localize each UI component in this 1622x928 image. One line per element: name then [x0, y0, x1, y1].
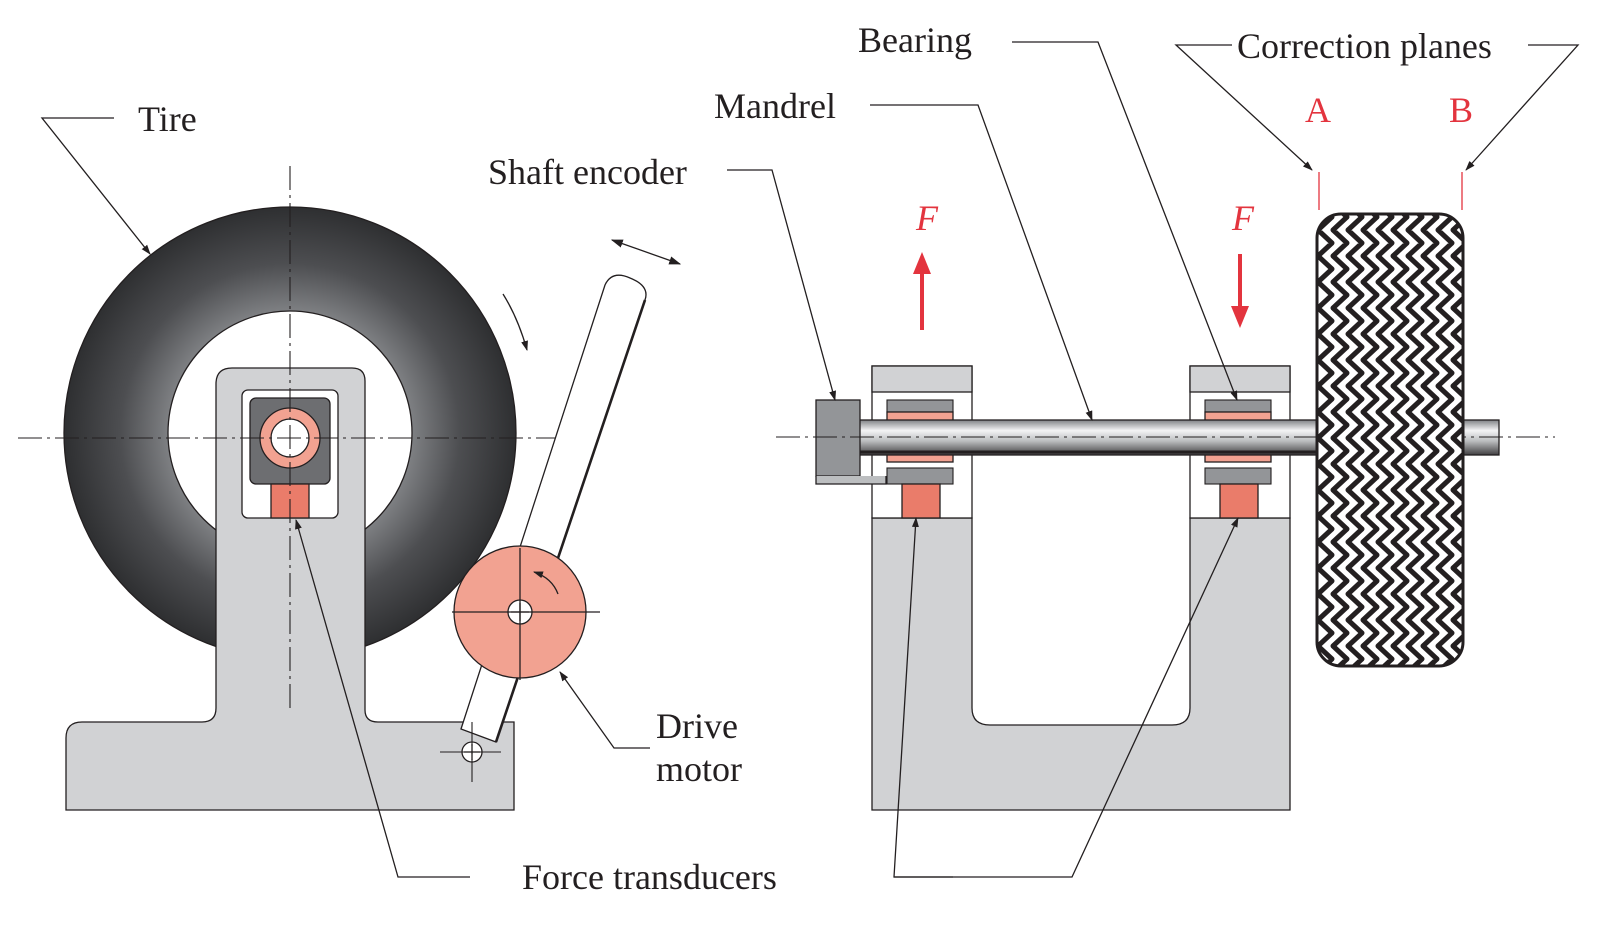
- tread-groove: [1375, 214, 1395, 666]
- tread-groove: [1450, 214, 1463, 666]
- leader-lines: [40, 41, 1580, 878]
- arm-swing-arrow: [610, 239, 682, 265]
- left-end-view: [18, 166, 682, 811]
- drive-motor-label-line1: Drive: [656, 706, 738, 746]
- right-side-view: [776, 172, 1555, 811]
- tread-groove: [1317, 214, 1335, 666]
- tire-tread-pattern: [1317, 214, 1463, 666]
- force-label-right: F: [1231, 198, 1255, 238]
- drive-motor-rotation-arrow: [533, 571, 559, 595]
- plane-b-label: B: [1449, 90, 1473, 130]
- force-label-left: F: [915, 198, 939, 238]
- tread-groove: [1390, 214, 1410, 666]
- tread-groove: [1405, 214, 1425, 666]
- force-transducers-label: Force transducers: [522, 857, 777, 897]
- bearing-label: Bearing: [858, 20, 972, 60]
- tread-groove: [1330, 214, 1350, 666]
- drive-motor-label-line2: motor: [656, 749, 742, 789]
- right-u-frame: [871, 517, 1291, 811]
- tread-groove: [1345, 214, 1365, 666]
- tire-rotation-arrow: [502, 293, 528, 351]
- right-view-transducer-right: [1219, 483, 1259, 519]
- tread-groove: [1420, 214, 1440, 666]
- mandrel-label: Mandrel: [714, 86, 836, 126]
- shaft-encoder-label: Shaft encoder: [488, 152, 687, 192]
- tread-groove: [1435, 214, 1455, 666]
- tire-label: Tire: [138, 99, 197, 139]
- shaft-encoder: [815, 399, 861, 477]
- plane-a-label: A: [1305, 90, 1331, 130]
- right-view-transducer-left: [901, 483, 941, 519]
- correction-planes-label: Correction planes: [1237, 26, 1492, 66]
- tread-groove: [1360, 214, 1380, 666]
